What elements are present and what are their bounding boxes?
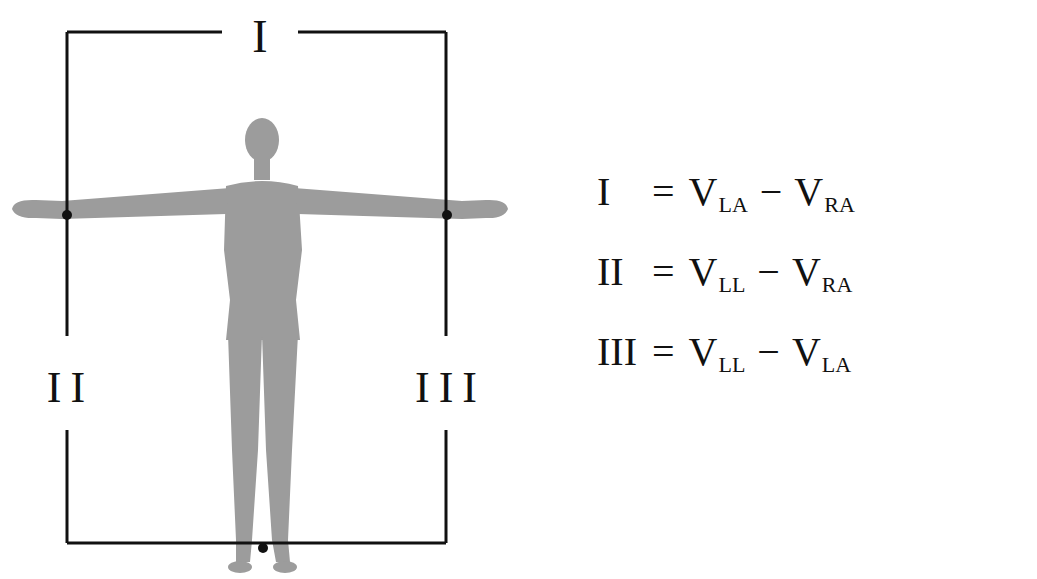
lead-wire [445, 32, 448, 336]
electrode-subscript: LA [718, 194, 747, 216]
lead-frame [67, 32, 446, 543]
lead-label: II [47, 366, 94, 410]
electrode-dot [62, 210, 72, 220]
electrode-subscript: RA [822, 274, 853, 296]
lead-wire [445, 430, 448, 543]
voltage-symbol: V [792, 332, 821, 372]
lead-wire [67, 31, 222, 34]
electrode-subscript: LA [822, 354, 851, 376]
electrode-dot [258, 543, 268, 553]
left-foot [228, 561, 252, 573]
electrode-subscript: LL [718, 354, 745, 376]
lead-wire [66, 430, 69, 543]
left-arm [12, 188, 230, 219]
electrode-dot [442, 210, 452, 220]
equation-operator: − [760, 172, 783, 212]
lead-label: I [252, 14, 267, 60]
equation-operator: = [652, 332, 675, 372]
voltage-symbol: V [792, 252, 821, 292]
equation-operator: = [652, 172, 675, 212]
neck [254, 156, 270, 180]
right-arm [294, 188, 508, 219]
human-figure [12, 118, 508, 573]
lead-name: III [597, 332, 637, 372]
voltage-symbol: V [689, 172, 718, 212]
torso [224, 181, 302, 340]
right-foot [273, 561, 297, 573]
lead-label: III [415, 366, 486, 410]
voltage-symbol: V [689, 252, 718, 292]
equation-operator: − [757, 252, 780, 292]
left-leg [228, 334, 262, 562]
electrode-subscript: RA [824, 194, 855, 216]
voltage-symbol: V [794, 172, 823, 212]
lead-wire [298, 31, 446, 34]
electrode-dots [62, 210, 452, 553]
lead-wire [66, 32, 69, 336]
lead-name: I [597, 172, 610, 212]
right-leg [262, 334, 298, 562]
head [245, 118, 279, 162]
voltage-symbol: V [689, 332, 718, 372]
electrode-subscript: LL [718, 274, 745, 296]
equation-operator: = [652, 252, 675, 292]
equation-operator: − [757, 332, 780, 372]
lead-name: II [597, 252, 624, 292]
lead-wire [67, 542, 446, 545]
